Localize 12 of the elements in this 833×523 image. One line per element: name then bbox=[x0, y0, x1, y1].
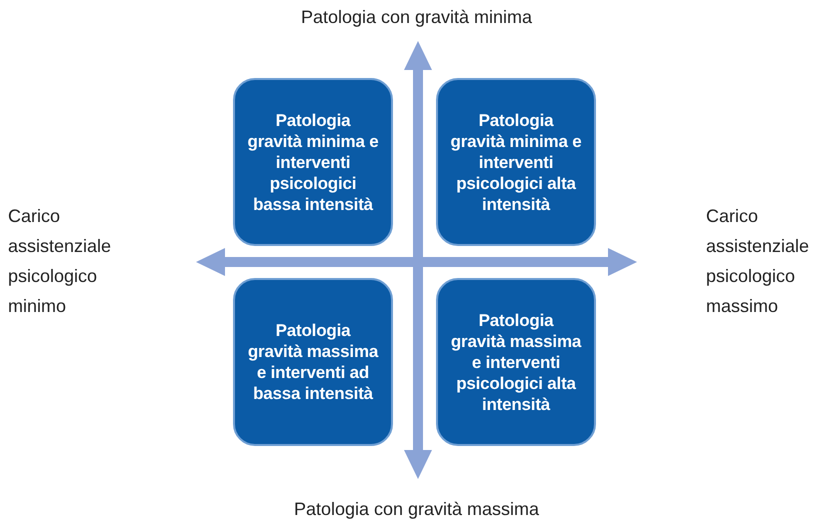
axis-label: Patologia con gravità massima bbox=[294, 498, 540, 521]
quadrant-box bbox=[233, 278, 393, 446]
quadrant-text: Patologia gravità massima e interventi psicologici alta intensità bbox=[450, 310, 582, 414]
quadrant-text: Patologia gravità minima e interventi psicologici alta intensità bbox=[450, 110, 582, 214]
quadrant-box bbox=[436, 78, 596, 246]
quadrant-text: Patologia gravità minima e interventi psicologici bassa intensità bbox=[247, 110, 379, 214]
quadrant-box bbox=[233, 78, 393, 246]
quadrant-text: Patologia gravità massima e interventi ad bassa intensità bbox=[247, 320, 379, 404]
axis-label: Carico assistenziale psicologico massimo bbox=[706, 205, 810, 318]
axis-label: Patologia con gravità minima bbox=[300, 6, 532, 29]
quadrant-box bbox=[436, 278, 596, 446]
axis-label: Carico assistenziale psicologico minimo bbox=[8, 205, 112, 318]
